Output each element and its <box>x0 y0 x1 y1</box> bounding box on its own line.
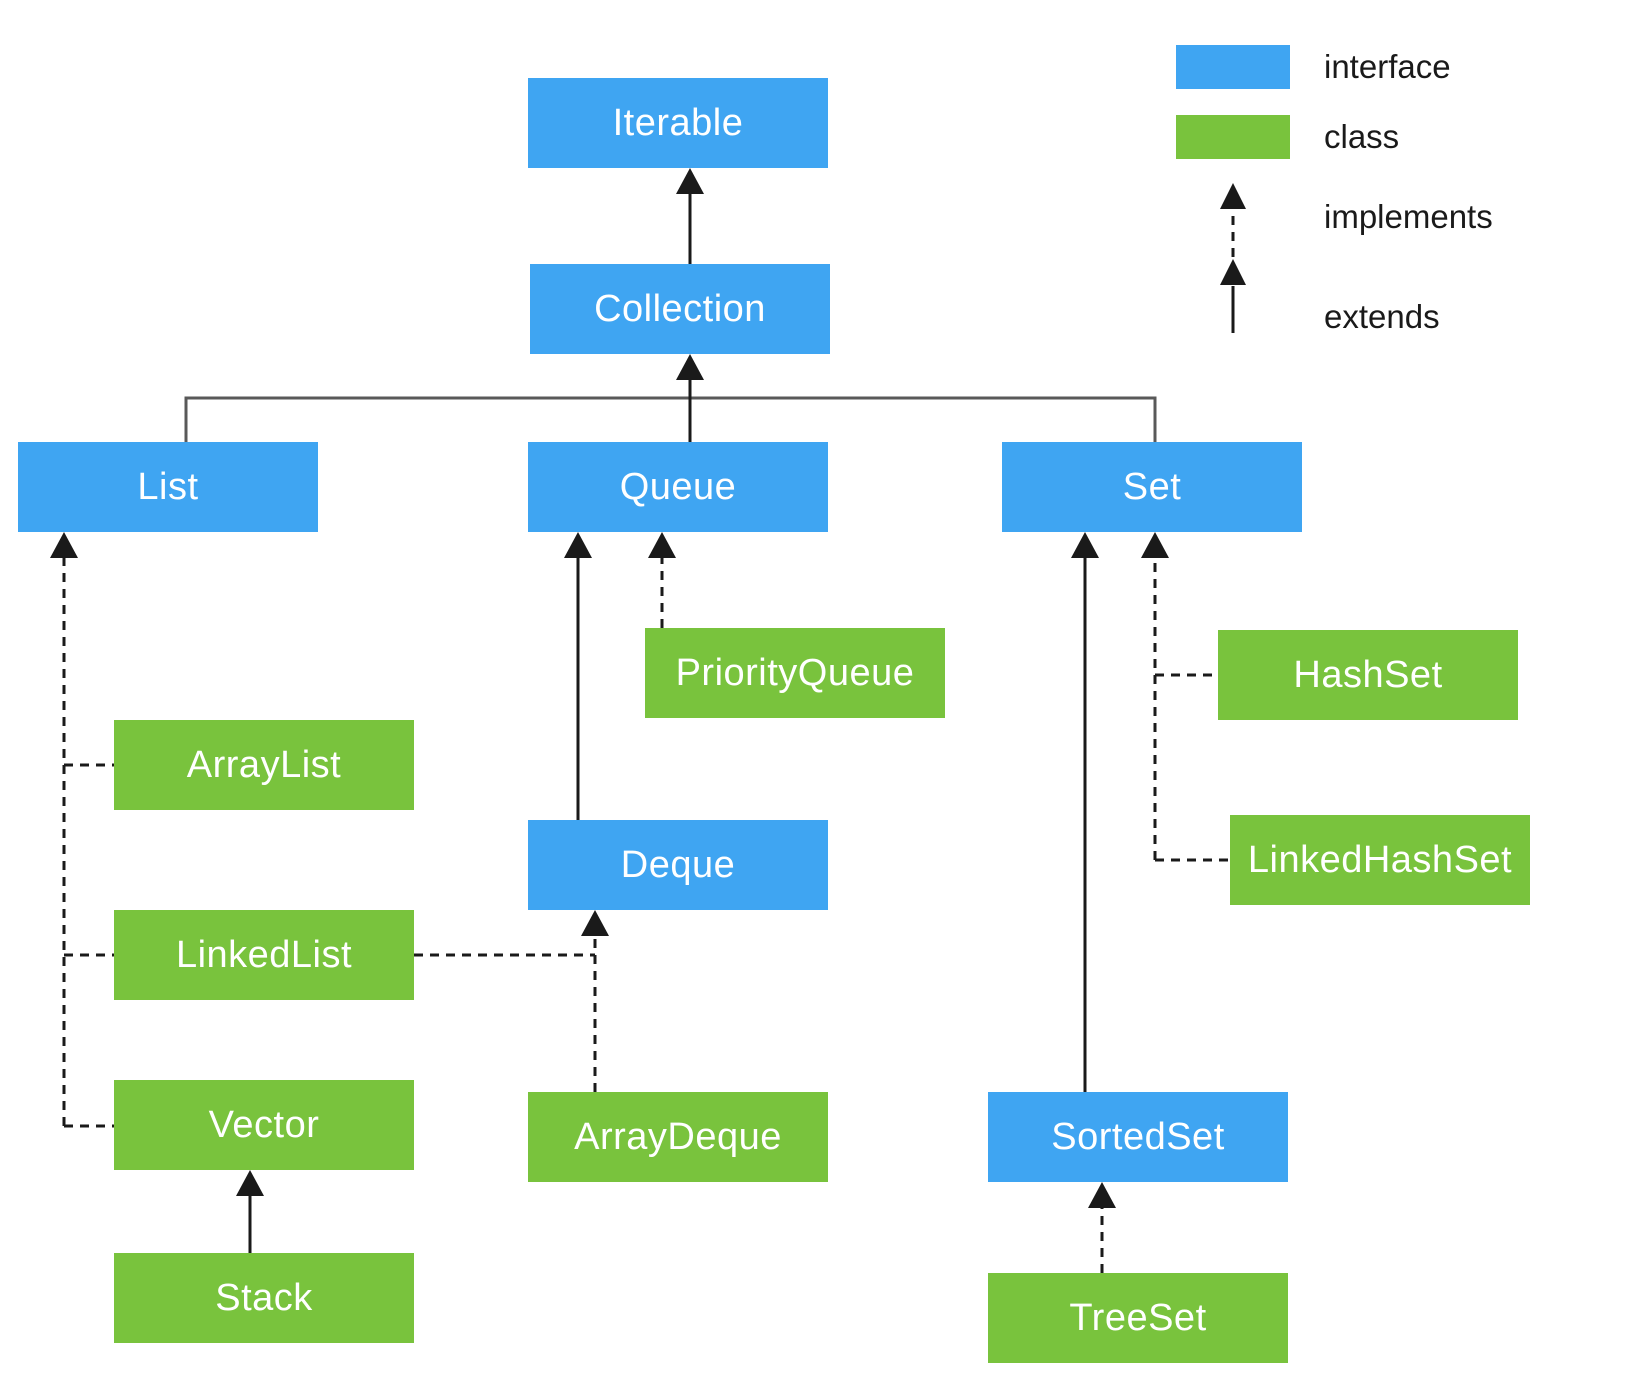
node-linkedhashset-label: LinkedHashSet <box>1247 838 1513 881</box>
node-queue-label: Queue <box>619 465 737 508</box>
legend-implements-label: implements <box>1324 198 1493 235</box>
hierarchy-bus-line <box>184 396 1157 442</box>
legend-interface-label: interface <box>1324 48 1451 85</box>
node-hashset-label: HashSet <box>1293 653 1443 696</box>
node-linkedhashset: LinkedHashSet <box>1230 815 1530 905</box>
node-treeset: TreeSet <box>988 1273 1288 1363</box>
legend-class-swatch <box>1176 115 1290 159</box>
extends-arrow-sortedset-to-set <box>1071 532 1099 1092</box>
node-stack: Stack <box>114 1253 414 1343</box>
node-iterable-label: Iterable <box>612 101 744 144</box>
node-linkedlist-label: LinkedList <box>175 933 353 976</box>
implements-arrow-priorityqueue-to-queue <box>648 532 676 628</box>
legend-extends-arrow-icon <box>1220 259 1246 333</box>
node-list: List <box>18 442 318 532</box>
node-set: Set <box>1002 442 1302 532</box>
implements-arrow-deque-group <box>414 910 609 1092</box>
extends-arrow-collection-to-iterable <box>676 168 704 264</box>
node-deque-label: Deque <box>620 843 736 886</box>
node-vector: Vector <box>114 1080 414 1170</box>
extends-arrow-deque-to-queue <box>564 532 592 820</box>
node-priorityqueue-label: PriorityQueue <box>675 651 915 694</box>
implements-arrow-set-group <box>1141 532 1230 862</box>
node-vector-label: Vector <box>208 1103 320 1146</box>
node-hashset: HashSet <box>1218 630 1518 720</box>
node-sortedset-label: SortedSet <box>1051 1115 1225 1158</box>
node-set-label: Set <box>1122 465 1182 508</box>
node-arraylist-label: ArrayList <box>186 743 342 786</box>
node-queue: Queue <box>528 442 828 532</box>
node-iterable: Iterable <box>528 78 828 168</box>
extends-arrow-stack-to-vector <box>236 1170 264 1253</box>
node-collection-label: Collection <box>594 287 766 330</box>
legend-interface-swatch <box>1176 45 1290 89</box>
node-sortedset: SortedSet <box>988 1092 1288 1182</box>
legend-extends-label: extends <box>1324 298 1440 335</box>
extends-arrow-queue-to-collection <box>676 354 704 442</box>
node-arraydeque: ArrayDeque <box>528 1092 828 1182</box>
legend-implements-arrow-icon <box>1220 183 1246 257</box>
node-arraylist: ArrayList <box>114 720 414 810</box>
node-treeset-label: TreeSet <box>1069 1296 1207 1339</box>
implements-arrow-list-group <box>50 532 114 1128</box>
implements-arrow-treeset-to-sortedset <box>1088 1182 1116 1273</box>
node-list-label: List <box>137 465 199 508</box>
node-priorityqueue: PriorityQueue <box>645 628 945 718</box>
node-stack-label: Stack <box>215 1276 313 1319</box>
node-deque: Deque <box>528 820 828 910</box>
node-arraydeque-label: ArrayDeque <box>574 1115 782 1158</box>
node-linkedlist: LinkedList <box>114 910 414 1000</box>
legend-class-label: class <box>1324 118 1400 155</box>
node-collection: Collection <box>530 264 830 354</box>
